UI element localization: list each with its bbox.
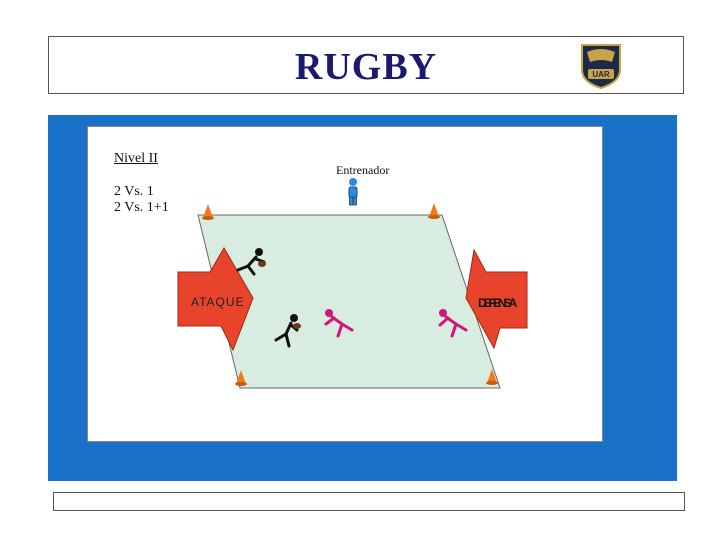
attack-label: ATAQUE bbox=[191, 295, 245, 309]
coach-icon bbox=[348, 178, 358, 206]
attack-arrow-icon bbox=[177, 247, 254, 352]
defender-icon bbox=[438, 309, 468, 338]
cone-icon bbox=[202, 204, 214, 220]
page-title: RUGBY bbox=[294, 46, 438, 88]
attacker-icon bbox=[274, 314, 301, 348]
defender-icon bbox=[324, 309, 354, 338]
drill-label-1: 2 Vs. 1 bbox=[114, 184, 154, 199]
cone-icon bbox=[486, 369, 498, 385]
defense-arrow-icon bbox=[465, 248, 528, 350]
attacker-icon bbox=[236, 248, 266, 276]
level-label: Nivel II bbox=[114, 151, 158, 166]
cone-icon bbox=[235, 370, 247, 386]
logo-text: UAR bbox=[592, 70, 610, 79]
defense-label: DEFENSA bbox=[478, 296, 517, 310]
rugby-logo-icon: UAR bbox=[581, 44, 621, 90]
title-box: RUGBY bbox=[48, 36, 684, 94]
coach-label: Entrenador bbox=[336, 163, 390, 177]
cone-icon bbox=[428, 203, 440, 219]
drill-label-2: 2 Vs. 1+1 bbox=[114, 200, 169, 215]
footer-box bbox=[53, 492, 685, 511]
